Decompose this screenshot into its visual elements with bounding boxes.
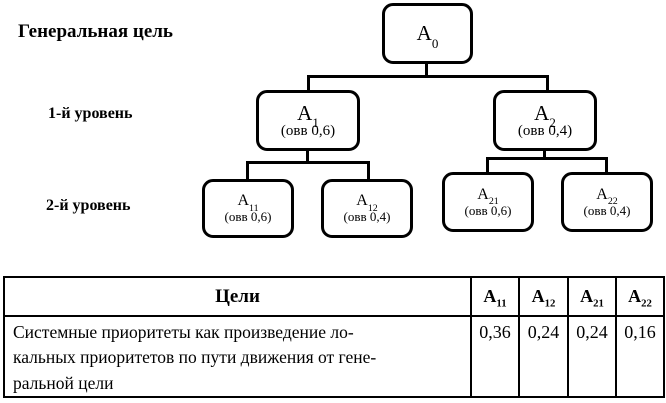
node-label: A11 <box>237 192 259 214</box>
label-level-1: 1-й уровень <box>48 105 133 122</box>
header-goals: Цели <box>3 276 472 317</box>
label-level-2: 2-й уровень <box>46 197 131 214</box>
connector-a2-drop <box>546 77 549 91</box>
tree-node-a22: A22 (овв 0,4) <box>561 172 653 232</box>
node-label: A22 <box>596 185 618 208</box>
node-label: A21 <box>477 185 499 208</box>
description-line: кальных приоритетов по пути движения от … <box>13 347 377 368</box>
tree-node-a0: A0 <box>382 3 473 64</box>
node-weight: (овв 0,6) <box>280 122 336 139</box>
connector-a0-stub <box>425 64 428 77</box>
value-a12: 0,24 <box>518 314 569 399</box>
header-a22: A22 <box>615 276 665 317</box>
connector-l2l-hbar <box>246 161 370 164</box>
table-header-row: Цели A11 A12 A21 A22 <box>3 276 665 317</box>
node-weight: (овв 0,6) <box>464 202 512 218</box>
connector-l2r-hbar <box>486 157 608 160</box>
tree-node-a1: A1 (овв 0,6) <box>256 90 360 151</box>
connector-a22-drop <box>605 159 608 173</box>
value-a21: 0,24 <box>567 314 617 399</box>
connector-a1-stub <box>306 150 309 163</box>
connector-l1-hbar <box>307 75 549 78</box>
node-label: A1 <box>297 100 319 130</box>
node-label: A12 <box>356 192 378 214</box>
table-data-row: Системные приоритеты как произведение ло… <box>3 314 665 399</box>
connector-a2-stub <box>543 150 546 159</box>
node-label: A0 <box>416 21 439 51</box>
label-general-goal: Генеральная цель <box>18 21 173 42</box>
node-weight: (овв 0,6) <box>224 209 272 225</box>
header-a11: A11 <box>470 276 520 317</box>
connector-a12-drop <box>367 163 370 180</box>
tree-node-a12: A12 (овв 0,4) <box>321 179 413 238</box>
tree-node-a2: A2 (овв 0,4) <box>493 90 597 151</box>
value-a22: 0,16 <box>615 314 665 399</box>
connector-a11-drop <box>246 163 249 180</box>
priorities-table: Цели A11 A12 A21 A22 Системные приоритет… <box>3 276 665 399</box>
node-weight: (овв 0,4) <box>517 122 573 139</box>
connector-a21-drop <box>486 159 489 173</box>
description-line: ральной цели <box>13 372 114 393</box>
system-priorities-description: Системные приоритеты как произведение ло… <box>3 314 472 399</box>
header-a12: A12 <box>518 276 569 317</box>
node-label: A2 <box>534 100 556 130</box>
tree-node-a21: A21 (овв 0,6) <box>442 172 534 232</box>
header-a21: A21 <box>567 276 617 317</box>
description-line: Системные приоритеты как произведение ло… <box>13 322 354 342</box>
tree-node-a11: A11 (овв 0,6) <box>202 179 294 238</box>
node-weight: (овв 0,4) <box>343 209 391 225</box>
node-weight: (овв 0,4) <box>583 202 631 218</box>
connector-a1-drop <box>307 77 310 91</box>
value-a11: 0,36 <box>470 314 520 399</box>
